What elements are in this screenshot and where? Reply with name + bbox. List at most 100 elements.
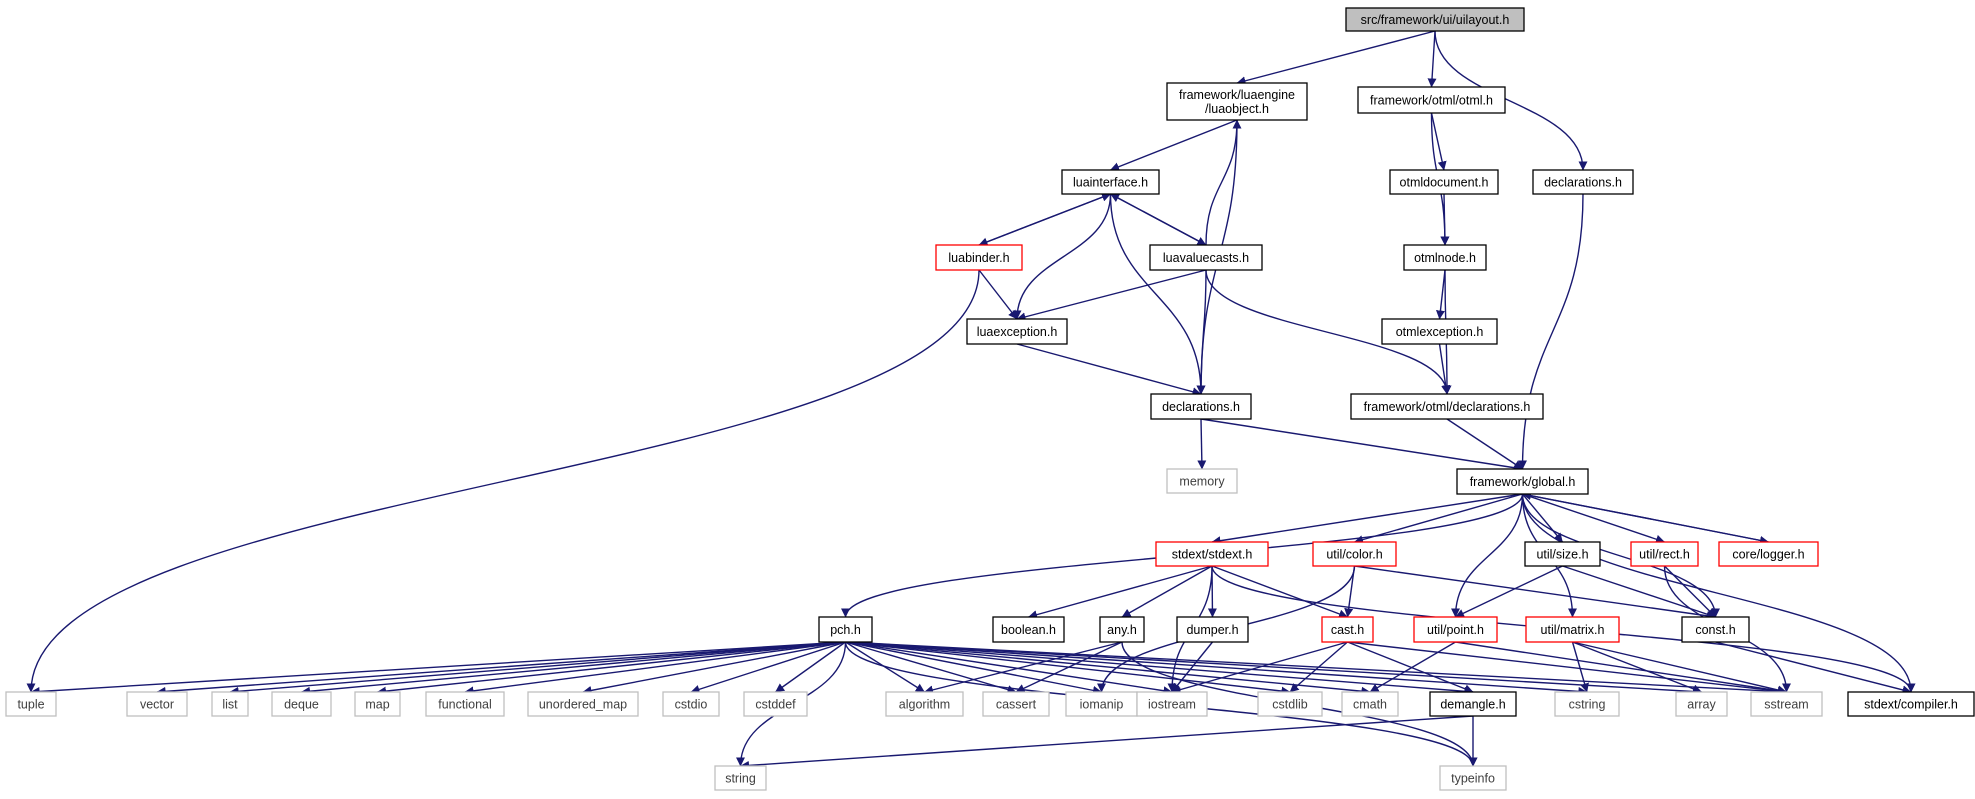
edge-luabinder-to-tuple bbox=[26, 269, 980, 693]
node-cast[interactable]: cast.h bbox=[1321, 616, 1374, 643]
node-luaexception[interactable]: luaexception.h bbox=[966, 318, 1068, 345]
edge-global-to-stdext bbox=[1211, 493, 1523, 546]
node-label: otmlnode.h bbox=[1414, 251, 1476, 265]
node-pch[interactable]: pch.h bbox=[818, 616, 873, 643]
edge-cast-to-sstream bbox=[1347, 641, 1787, 696]
node-label: sstream bbox=[1764, 698, 1808, 712]
node-box bbox=[1150, 393, 1252, 420]
edge-pch-to-functional bbox=[464, 641, 846, 696]
node-size[interactable]: util/size.h bbox=[1524, 541, 1601, 567]
node-point[interactable]: util/point.h bbox=[1413, 616, 1498, 643]
node-box bbox=[1350, 393, 1544, 420]
node-map: map bbox=[354, 691, 401, 717]
node-uilayout[interactable]: src/framework/ui/uilayout.h bbox=[1345, 7, 1525, 32]
edge-pch-to-cassert bbox=[845, 641, 1017, 694]
node-label: otmldocument.h bbox=[1400, 176, 1489, 190]
node-label: cstring bbox=[1569, 698, 1606, 712]
node-otmlnode[interactable]: otmlnode.h bbox=[1403, 244, 1487, 271]
node-box bbox=[1554, 691, 1620, 717]
node-label: algorithm bbox=[899, 698, 950, 712]
edge-cast-to-demangle bbox=[1347, 641, 1474, 694]
edge-declarations_lua-to-memory bbox=[1197, 418, 1207, 470]
node-box bbox=[714, 765, 767, 791]
node-box bbox=[1357, 86, 1506, 114]
node-const[interactable]: const.h bbox=[1681, 616, 1750, 643]
node-box bbox=[1524, 541, 1601, 567]
node-label: boolean.h bbox=[1001, 623, 1056, 637]
edge-otmlexception-to-otml_decl bbox=[1438, 343, 1451, 395]
edge-color-to-const bbox=[1354, 565, 1716, 621]
edge-pch-to-demangle bbox=[845, 641, 1474, 696]
node-box bbox=[5, 691, 57, 717]
node-label: pch.h bbox=[830, 623, 861, 637]
node-label: map bbox=[365, 698, 389, 712]
edge-luabinder-to-luainterface bbox=[978, 192, 1111, 246]
node-box bbox=[818, 616, 873, 643]
node-otml_h[interactable]: framework/otml/otml.h bbox=[1357, 86, 1506, 114]
node-box bbox=[425, 691, 505, 717]
node-cstdio: cstdio bbox=[662, 691, 720, 717]
node-label: framework/luaengine bbox=[1179, 88, 1295, 102]
node-global[interactable]: framework/global.h bbox=[1456, 468, 1589, 495]
node-box bbox=[935, 244, 1023, 271]
edge-luainterface-to-luaexception bbox=[1012, 193, 1112, 320]
node-luaobject[interactable]: framework/luaengine/luaobject.h bbox=[1166, 82, 1308, 121]
edge-pch-to-sstream bbox=[845, 641, 1787, 697]
node-luavaluecasts[interactable]: luavaluecasts.h bbox=[1149, 244, 1263, 271]
node-label: cstdlib bbox=[1272, 698, 1307, 712]
node-box bbox=[992, 616, 1065, 643]
node-logger[interactable]: core/logger.h bbox=[1718, 541, 1819, 567]
edge-pch-to-list bbox=[229, 641, 846, 696]
edge-pch-to-iostream bbox=[845, 641, 1173, 696]
node-compiler[interactable]: stdext/compiler.h bbox=[1847, 691, 1975, 717]
node-label: any.h bbox=[1107, 623, 1137, 637]
node-box bbox=[1675, 691, 1728, 717]
node-label: string bbox=[725, 772, 756, 786]
node-rect[interactable]: util/rect.h bbox=[1630, 541, 1699, 567]
node-otmldocument[interactable]: otmldocument.h bbox=[1389, 169, 1499, 195]
edge-pch-to-cmath bbox=[845, 641, 1371, 696]
node-list: list bbox=[211, 691, 249, 717]
node-luabinder[interactable]: luabinder.h bbox=[935, 244, 1023, 271]
node-cmath: cmath bbox=[1341, 691, 1399, 717]
node-label: util/matrix.h bbox=[1541, 623, 1605, 637]
node-label: util/point.h bbox=[1427, 623, 1484, 637]
node-label: cast.h bbox=[1331, 623, 1364, 637]
node-dumper[interactable]: dumper.h bbox=[1176, 616, 1249, 643]
edge-global-to-const bbox=[1521, 493, 1720, 618]
edge-luavaluecasts-to-luainterface bbox=[1110, 193, 1207, 246]
node-typeinfo: typeinfo bbox=[1439, 765, 1507, 791]
node-box bbox=[126, 691, 188, 717]
node-any[interactable]: any.h bbox=[1099, 616, 1145, 643]
node-matrix[interactable]: util/matrix.h bbox=[1525, 616, 1620, 643]
node-label: stdext/compiler.h bbox=[1864, 698, 1958, 712]
node-label: core/logger.h bbox=[1732, 548, 1804, 562]
edge-pch-to-cstddef bbox=[775, 641, 846, 693]
node-box bbox=[1413, 616, 1498, 643]
edge-luabinder-to-luaexception bbox=[978, 269, 1018, 320]
node-boolean[interactable]: boolean.h bbox=[992, 616, 1065, 643]
node-color[interactable]: util/color.h bbox=[1312, 541, 1397, 567]
node-array: array bbox=[1675, 691, 1728, 717]
node-label: cmath bbox=[1353, 698, 1387, 712]
node-label: tuple bbox=[17, 698, 44, 712]
node-label: framework/global.h bbox=[1470, 475, 1576, 489]
node-label: cstddef bbox=[755, 698, 796, 712]
node-luainterface[interactable]: luainterface.h bbox=[1061, 169, 1160, 195]
node-demangle[interactable]: demangle.h bbox=[1429, 691, 1517, 717]
node-algorithm: algorithm bbox=[885, 691, 964, 717]
edge-pch-to-tuple bbox=[30, 641, 846, 696]
edge-pch-to-iomanip bbox=[845, 641, 1102, 695]
node-label: stdext/stdext.h bbox=[1172, 548, 1253, 562]
node-box bbox=[662, 691, 720, 717]
node-label: declarations.h bbox=[1162, 400, 1240, 414]
edge-pch-to-array bbox=[845, 641, 1702, 696]
node-otml_decl[interactable]: framework/otml/declarations.h bbox=[1350, 393, 1544, 420]
node-otmlexception[interactable]: otmlexception.h bbox=[1381, 318, 1498, 345]
edge-pch-to-cstdio bbox=[690, 641, 846, 694]
edge-point-to-cmath bbox=[1369, 641, 1456, 693]
node-declarations_lua[interactable]: declarations.h bbox=[1150, 393, 1252, 420]
node-box bbox=[211, 691, 249, 717]
node-stdext[interactable]: stdext/stdext.h bbox=[1155, 541, 1269, 567]
node-declarations_ui[interactable]: declarations.h bbox=[1532, 169, 1634, 195]
